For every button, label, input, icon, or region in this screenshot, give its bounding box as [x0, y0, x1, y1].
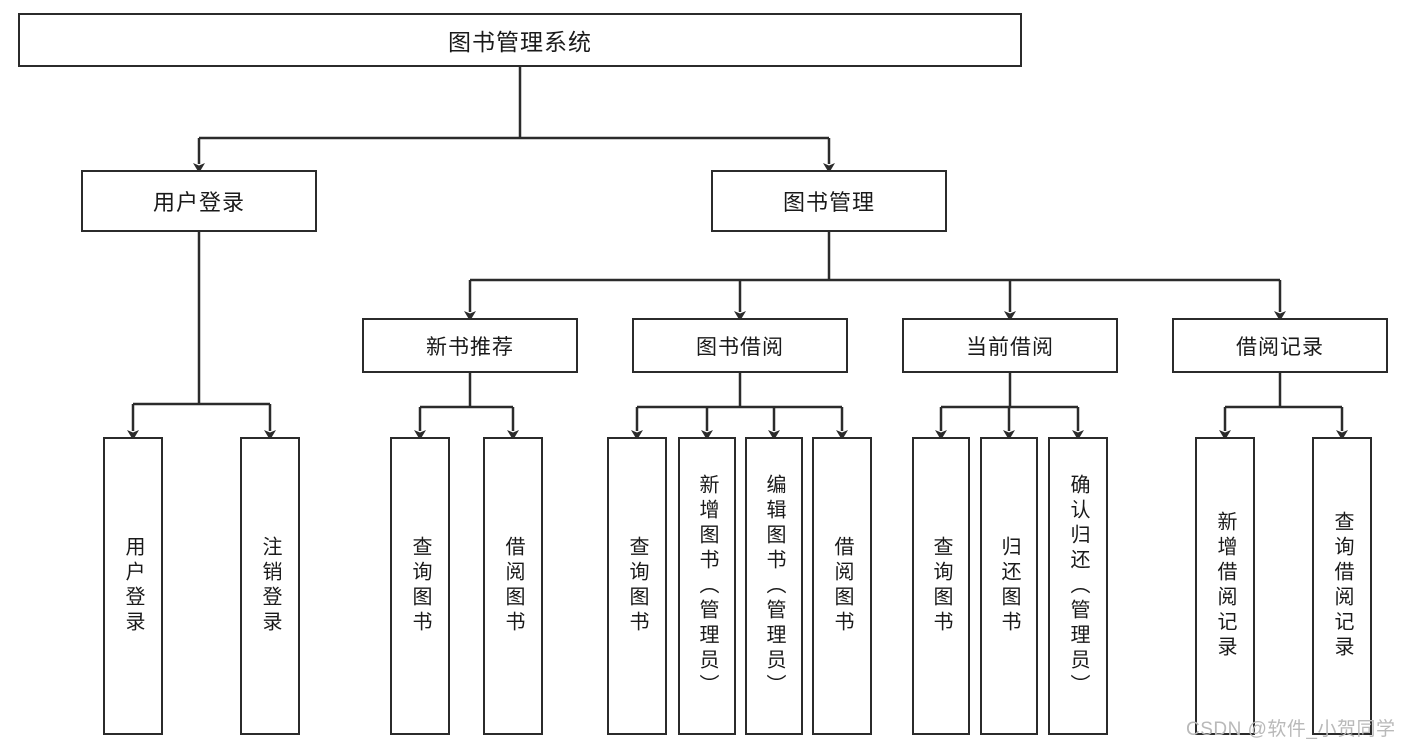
node-label: 注销登录 — [259, 536, 281, 636]
node-label: 查询图书 — [626, 536, 648, 636]
node-root-system[interactable]: 图书管理系统 — [18, 13, 1022, 67]
node-leaf-query-book-recommend[interactable]: 查询图书 — [390, 437, 450, 735]
node-label: 用户登录 — [122, 536, 144, 636]
node-leaf-query-book-current[interactable]: 查询图书 — [912, 437, 970, 735]
node-book-borrow[interactable]: 图书借阅 — [632, 318, 848, 373]
node-label: 借阅图书 — [502, 536, 524, 636]
node-label: 当前借阅 — [966, 335, 1054, 359]
node-leaf-confirm-return-admin[interactable]: 确认归还（管理员） — [1048, 437, 1108, 735]
node-new-book-recommend[interactable]: 新书推荐 — [362, 318, 578, 373]
node-label: 新增图书（管理员） — [696, 473, 718, 699]
node-label: 归还图书 — [998, 536, 1020, 636]
node-leaf-query-book-borrow[interactable]: 查询图书 — [607, 437, 667, 735]
node-leaf-user-logout[interactable]: 注销登录 — [240, 437, 300, 735]
node-label: 编辑图书（管理员） — [763, 473, 785, 699]
node-current-borrow[interactable]: 当前借阅 — [902, 318, 1118, 373]
node-label: 图书管理 — [782, 190, 875, 215]
node-label: 图书借阅 — [696, 335, 784, 359]
node-leaf-query-borrow-record[interactable]: 查询借阅记录 — [1312, 437, 1372, 735]
node-leaf-edit-book-admin[interactable]: 编辑图书（管理员） — [745, 437, 803, 735]
node-label: 图书管理系统 — [448, 29, 592, 55]
node-user-login[interactable]: 用户登录 — [81, 170, 317, 232]
node-label: 查询图书 — [930, 536, 952, 636]
node-label: 查询借阅记录 — [1331, 511, 1353, 661]
node-leaf-add-borrow-record[interactable]: 新增借阅记录 — [1195, 437, 1255, 735]
node-leaf-return-book[interactable]: 归还图书 — [980, 437, 1038, 735]
node-leaf-borrow-book[interactable]: 借阅图书 — [812, 437, 872, 735]
node-leaf-user-login[interactable]: 用户登录 — [103, 437, 163, 735]
node-label: 查询图书 — [409, 536, 431, 636]
node-borrow-record[interactable]: 借阅记录 — [1172, 318, 1388, 373]
node-label: 确认归还（管理员） — [1067, 473, 1089, 699]
node-book-manage[interactable]: 图书管理 — [711, 170, 947, 232]
node-leaf-add-book-admin[interactable]: 新增图书（管理员） — [678, 437, 736, 735]
node-label: 借阅记录 — [1236, 335, 1324, 359]
node-label: 借阅图书 — [831, 536, 853, 636]
node-label: 新增借阅记录 — [1214, 511, 1236, 661]
node-label: 用户登录 — [152, 190, 245, 215]
node-label: 新书推荐 — [426, 335, 514, 359]
node-leaf-borrow-book-recommend[interactable]: 借阅图书 — [483, 437, 543, 735]
